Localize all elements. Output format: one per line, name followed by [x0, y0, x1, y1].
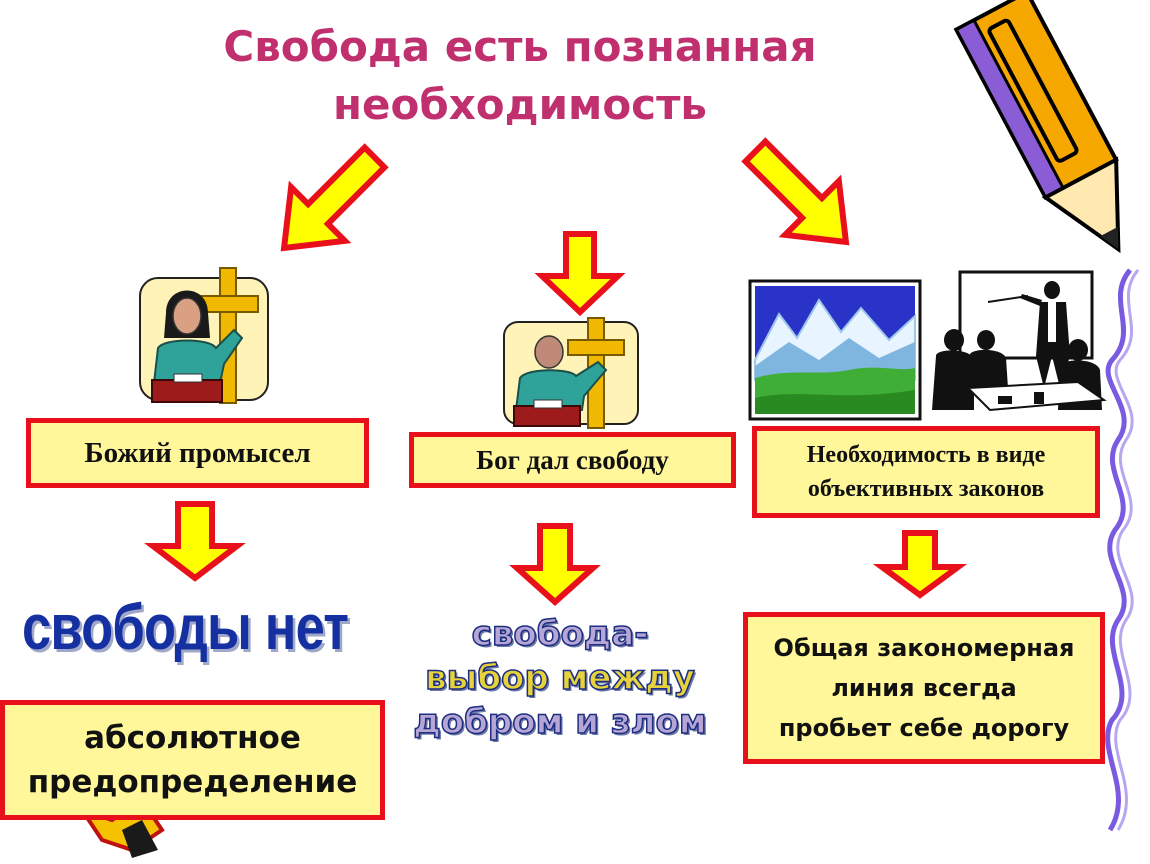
note-left-text-2: предопределение	[27, 764, 358, 800]
mountains-icon	[748, 279, 922, 421]
result-center-line-2: выбор между	[424, 657, 695, 699]
label-right-text-1: Необходимость в виде	[806, 442, 1046, 468]
label-center-text: Бог дал свободу	[476, 444, 669, 475]
arrow-center-top	[534, 231, 626, 317]
result-box-right: Общая закономерная линия всегда пробьет …	[743, 612, 1105, 764]
preacher-woman-icon	[139, 267, 269, 404]
title-line-1: Свобода есть познанная	[223, 22, 817, 71]
preacher-man-icon	[503, 317, 639, 429]
lecture-icon	[932, 270, 1107, 412]
title-line-2: необходимость	[333, 80, 707, 129]
arrow-right-lower	[872, 530, 968, 599]
result-center-text: свобода- выбор между добром и злом	[400, 612, 720, 744]
arrow-diagonal-left	[280, 143, 389, 252]
result-right-text-1: Общая закономерная	[773, 634, 1075, 662]
note-box-left: абсолютное предопределение	[0, 700, 385, 820]
arrow-left-lower	[144, 501, 246, 582]
label-box-center: Бог дал свободу	[409, 432, 736, 488]
label-box-left: Божий промысел	[26, 418, 369, 488]
arrow-diagonal-right	[741, 137, 850, 246]
page-title: Свобода есть познанная необходимость	[150, 18, 890, 134]
result-right-text-2: линия всегда	[831, 674, 1017, 702]
arrow-center-lower	[509, 523, 601, 607]
label-left-text: Божий промысел	[84, 436, 311, 469]
result-left-text: свободы нет	[22, 591, 349, 663]
label-right-text-2: объективных законов	[807, 476, 1045, 502]
result-center-line-3: добром и злом	[413, 701, 708, 743]
note-left-text-1: абсолютное	[84, 720, 301, 756]
label-box-right: Необходимость в виде объективных законов	[752, 426, 1100, 518]
result-center-line-1: свобода-	[471, 613, 649, 655]
result-right-text-3: пробьет себе дорогу	[778, 714, 1070, 742]
